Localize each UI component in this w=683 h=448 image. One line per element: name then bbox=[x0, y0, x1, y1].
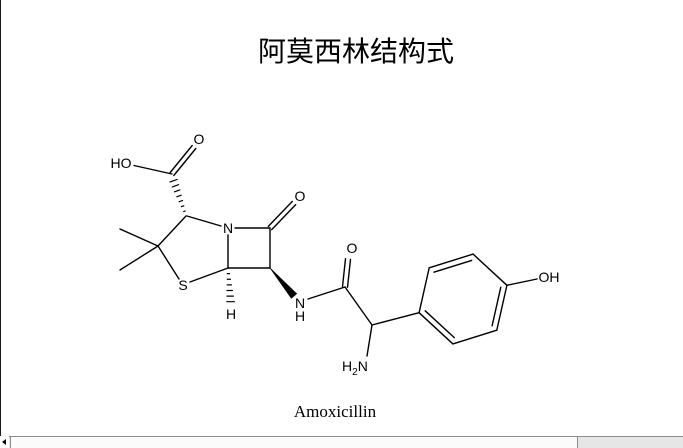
hashed-wedge-bond-c3-acid bbox=[169, 178, 186, 213]
scrollbar-thumb[interactable] bbox=[10, 436, 578, 448]
bond-acid-carbonyl-double bbox=[169, 144, 197, 177]
atom-label-amide-carbonyl-oxygen: O bbox=[347, 240, 358, 256]
bond-amide-carbonyl-double bbox=[341, 258, 352, 288]
hashed-wedge-bond-c5-h bbox=[226, 273, 235, 303]
atom-label-lactam-nitrogen: N bbox=[223, 220, 233, 236]
bond-amide-n-carbonyl-c bbox=[307, 286, 346, 300]
page-title: 阿莫西林结构式 bbox=[257, 35, 454, 68]
window-left-border bbox=[0, 0, 1, 448]
bond-layer bbox=[119, 144, 538, 357]
benzene-ring bbox=[418, 253, 508, 345]
benzene-inner-double-bonds bbox=[424, 259, 502, 339]
amine-subscript: 2 bbox=[352, 367, 358, 378]
bond-c3-n4 bbox=[186, 215, 222, 227]
bond-lactam-carbonyl-double bbox=[267, 200, 297, 231]
bond-c2-c3 bbox=[157, 215, 187, 247]
atom-label-amide-hydrogen: H bbox=[295, 308, 305, 324]
bond-s1-c2 bbox=[157, 245, 180, 280]
scroll-left-button[interactable] bbox=[0, 436, 9, 448]
bond-carbonyl-c-alpha-c bbox=[344, 286, 373, 326]
scrollbar-track[interactable] bbox=[9, 436, 683, 448]
bond-alpha-c-amine bbox=[366, 324, 373, 357]
atom-label-layer: HO O N S O H N H O H2N OH bbox=[111, 131, 560, 378]
atom-label-ring-sulfur: S bbox=[178, 277, 187, 293]
bold-wedge-bond-c6-amide-n bbox=[269, 267, 298, 299]
horizontal-scrollbar[interactable] bbox=[0, 436, 683, 448]
amine-nitrogen: N bbox=[358, 358, 368, 374]
left-arrow-icon bbox=[2, 439, 6, 445]
bond-c2-methyl-lower bbox=[119, 245, 159, 271]
atom-label-lactam-carbonyl-oxygen: O bbox=[295, 188, 306, 204]
bond-c5-s1 bbox=[189, 267, 229, 283]
atom-label-amide-nitrogen: N bbox=[295, 295, 305, 311]
atom-label-acid-carbonyl-oxygen: O bbox=[194, 131, 205, 147]
amine-hydrogen: H bbox=[342, 358, 352, 374]
bond-c2-methyl-upper bbox=[119, 228, 159, 247]
atom-label-phenol-hydroxyl: OH bbox=[539, 269, 560, 285]
atom-label-acid-hydroxyl: HO bbox=[111, 155, 132, 171]
bond-acid-carbon-hydroxyl bbox=[133, 164, 173, 175]
amoxicillin-structure-diagram: HO O N S O H N H O H2N OH bbox=[111, 131, 560, 378]
bond-alpha-c-phenyl bbox=[371, 312, 420, 326]
atom-label-amine: H2N bbox=[342, 358, 368, 378]
structure-caption: Amoxicillin bbox=[293, 402, 377, 421]
bond-ring-hydroxyl bbox=[506, 278, 538, 286]
atom-label-bridgehead-hydrogen: H bbox=[226, 306, 236, 322]
